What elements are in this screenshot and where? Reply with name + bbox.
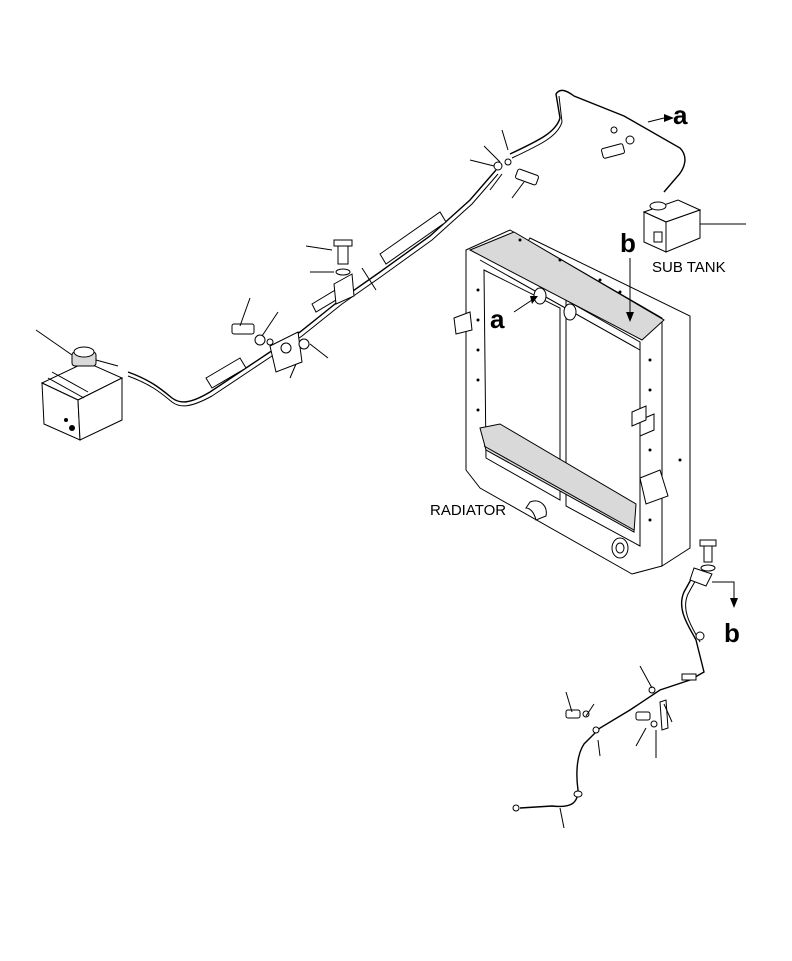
sub-tank-label: SUB TANK — [652, 259, 726, 276]
left-hose-route — [127, 129, 539, 407]
ref-b-bottom-label: b — [724, 618, 740, 648]
reservoir-tank — [35, 329, 124, 441]
ref-a-radiator-label: a — [490, 304, 505, 334]
sub-tank — [642, 199, 746, 253]
bottom-hose-route — [512, 539, 738, 829]
radiator-label: RADIATOR — [430, 502, 506, 519]
ref-b-top-label: b — [620, 228, 636, 258]
top-hose-route — [509, 89, 686, 193]
ref-a-top-label: a — [673, 100, 688, 130]
radiator — [453, 229, 691, 575]
